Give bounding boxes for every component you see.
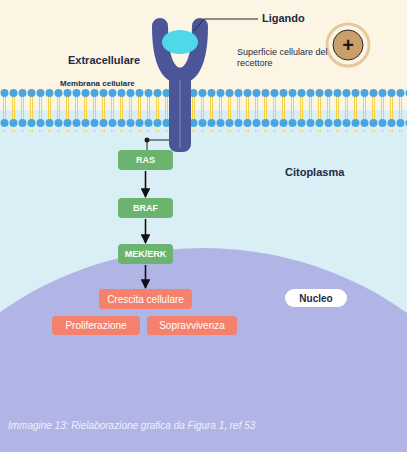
ligand-leader	[194, 19, 258, 31]
node-text: BRAF	[133, 203, 158, 213]
receptor-ras-link	[147, 140, 169, 150]
flow-arrow	[145, 171, 147, 197]
node-text: Crescita cellulare	[107, 294, 184, 305]
flow-arrow	[145, 219, 147, 243]
pathway-box: BRAF	[118, 198, 173, 218]
receptor-stem	[169, 68, 191, 152]
link-dot	[145, 138, 150, 143]
nucleus-shape	[0, 248, 407, 452]
node-text: Nucleo	[299, 293, 332, 304]
node-text: RAS	[136, 155, 155, 165]
flow-arrow	[145, 265, 147, 288]
outcome-box: Crescita cellulare	[99, 289, 192, 309]
ligand-shape	[162, 30, 198, 54]
nucleus-pill: Nucleo	[285, 289, 347, 307]
region-label: Citoplasma	[285, 166, 365, 179]
figure-caption: Immagine 13: Rielaborazione grafica da F…	[8, 420, 398, 432]
charge-symbol: +	[333, 33, 363, 57]
ligand-label: Ligando	[262, 12, 332, 25]
outcome-box: Proliferazione	[52, 316, 140, 335]
membrane-outer	[0, 88, 407, 110]
pathway-box: MEK/ERK	[118, 244, 173, 264]
outcome-box: Sopravvivenza	[147, 316, 237, 335]
node-text: MEK/ERK	[125, 249, 167, 259]
extracellular-area	[0, 0, 407, 110]
node-text: Proliferazione	[65, 320, 126, 331]
charge-disc	[333, 30, 363, 60]
membrane-inner	[0, 110, 407, 132]
receptor-label: Superficie cellulare del recettore	[237, 47, 337, 69]
receptor-stripe	[179, 80, 181, 148]
region-label: Extracellulare	[68, 54, 158, 67]
membrane-label: Membrana cellulare	[60, 79, 160, 89]
pathway-box: RAS	[118, 150, 173, 170]
charge-ring	[327, 24, 369, 66]
node-text: Sopravvivenza	[159, 320, 225, 331]
